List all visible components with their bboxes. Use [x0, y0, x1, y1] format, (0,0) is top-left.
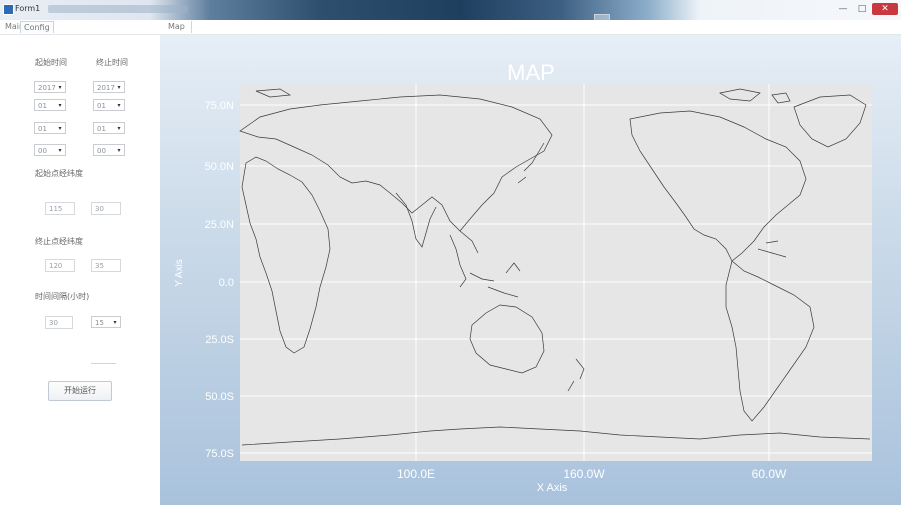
india-coastline — [395, 192, 437, 248]
y-tick-label: 50.0S — [205, 391, 234, 403]
close-button[interactable]: ✕ — [872, 3, 898, 15]
coastlines — [239, 88, 871, 446]
north-america-coastline — [629, 110, 807, 262]
start-day-spinner[interactable]: 01▾ — [34, 122, 66, 134]
y-tick-label: 25.0N — [205, 219, 234, 231]
chevron-down-icon[interactable]: ▾ — [117, 102, 121, 109]
map-panel: MAP — [160, 35, 901, 505]
end-day-spinner[interactable]: 01▾ — [93, 122, 125, 134]
window-title-path — [48, 5, 188, 13]
start-time-label: 起始时间 — [35, 58, 67, 67]
y-tick-label: 75.0S — [205, 448, 234, 460]
tab-divider — [191, 21, 192, 33]
chevron-down-icon[interactable]: ▾ — [117, 147, 121, 154]
settings-panel: 起始时间 终止时间 2017▾ 01▾ 01▾ 00▾ 2017▾ 01▾ 01… — [0, 35, 160, 505]
chevron-down-icon[interactable]: ▾ — [58, 147, 62, 154]
southeast-asia-coastline — [449, 230, 521, 298]
window-title: Form1 — [15, 4, 41, 13]
plot-area[interactable] — [240, 84, 872, 461]
map-figure[interactable]: MAP — [160, 35, 901, 505]
minimize-button[interactable]: — — [838, 4, 848, 14]
chevron-down-icon[interactable]: ▾ — [113, 319, 117, 326]
y-axis-label: Y Axis — [174, 259, 185, 287]
end-lon-input[interactable]: 120 — [45, 259, 75, 272]
chevron-down-icon[interactable]: ▾ — [58, 125, 62, 132]
status-input[interactable] — [91, 353, 116, 364]
end-month-spinner[interactable]: 01▾ — [93, 99, 125, 111]
start-lon-input[interactable]: 115 — [45, 202, 75, 215]
tab-main[interactable]: Main — [5, 22, 25, 31]
end-hour-spinner[interactable]: 00▾ — [93, 144, 125, 156]
arctic-islands-coastline — [255, 88, 791, 104]
new-zealand-coastline — [567, 358, 585, 392]
menu-bar: Main Config Map — [0, 20, 901, 35]
chevron-down-icon[interactable]: ▾ — [117, 125, 121, 132]
app-icon — [3, 4, 14, 15]
end-year-spinner[interactable]: 2017▾ — [93, 81, 125, 93]
run-button[interactable]: 开始运行 — [48, 381, 112, 401]
y-tick-label: 75.0N — [205, 100, 234, 112]
chevron-down-icon[interactable]: ▾ — [117, 84, 121, 91]
x-tick-label: 60.0W — [752, 467, 787, 481]
y-tick-labels: 75.0N 50.0N 25.0N 0.0 25.0S 50.0S 75.0S — [205, 100, 234, 460]
australia-coastline — [469, 304, 545, 374]
africa-coastline — [241, 156, 331, 354]
end-time-label: 终止时间 — [96, 58, 128, 67]
greenland-coastline — [793, 94, 867, 148]
start-coord-label: 起始点经纬度 — [35, 169, 83, 178]
japan-coastline — [517, 142, 545, 184]
start-month-spinner[interactable]: 01▾ — [34, 99, 66, 111]
x-axis-label: X Axis — [537, 482, 568, 494]
chevron-down-icon[interactable]: ▾ — [58, 84, 62, 91]
map-title: MAP — [507, 60, 555, 85]
x-tick-label: 100.0E — [397, 467, 435, 481]
eurasia-coastline — [239, 94, 553, 232]
start-hour-spinner[interactable]: 00▾ — [34, 144, 66, 156]
tab-map[interactable]: Map — [168, 22, 185, 31]
antarctica-coastline — [241, 426, 871, 446]
start-lat-input[interactable]: 30 — [91, 202, 121, 215]
start-year-spinner[interactable]: 2017▾ — [34, 81, 66, 93]
y-tick-label: 0.0 — [219, 277, 234, 289]
y-tick-label: 25.0S — [205, 334, 234, 346]
interval-select[interactable]: 15▾ — [91, 316, 121, 328]
grid-lines — [240, 84, 872, 461]
interval-input[interactable]: 30 — [45, 316, 73, 329]
interval-label: 时间间隔(小时) — [35, 292, 90, 301]
title-bar[interactable]: Form1 — □ ✕ — [0, 0, 901, 20]
end-lat-input[interactable]: 35 — [91, 259, 121, 272]
chevron-down-icon[interactable]: ▾ — [58, 102, 62, 109]
caribbean-coastline — [757, 240, 787, 258]
end-coord-label: 终止点经纬度 — [35, 237, 83, 246]
maximize-button[interactable]: □ — [857, 4, 867, 14]
tab-config[interactable]: Config — [20, 21, 54, 33]
x-tick-labels: 100.0E 160.0W 60.0W — [397, 467, 787, 481]
south-america-coastline — [725, 260, 815, 422]
x-tick-label: 160.0W — [563, 467, 605, 481]
y-tick-label: 50.0N — [205, 161, 234, 173]
